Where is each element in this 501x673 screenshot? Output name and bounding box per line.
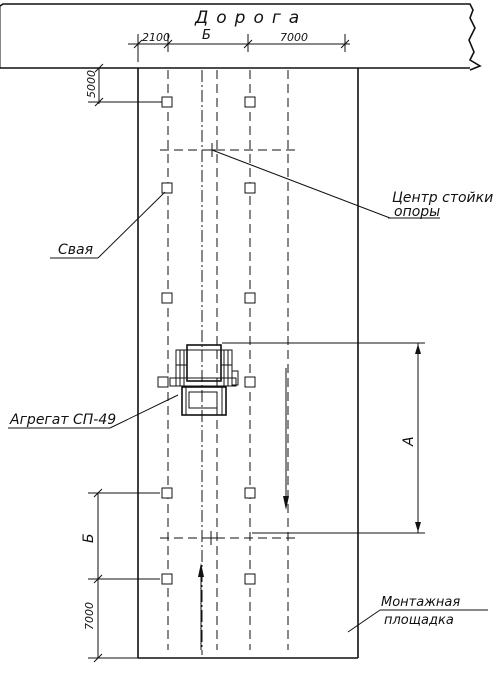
pile	[244, 182, 256, 194]
pile	[161, 487, 173, 499]
right-dimension-a: А	[222, 342, 425, 534]
dim-b-left: Б	[81, 533, 97, 543]
pile	[244, 96, 256, 108]
support-center-label-1: Центр стойки	[392, 190, 493, 206]
unit-callout: Агрегат СП-49	[8, 394, 179, 429]
dim-7000-left: 7000	[83, 602, 96, 630]
dim-a: А	[401, 436, 417, 447]
support-center-label-2: опоры	[394, 204, 440, 220]
dim-7000-top: 7000	[280, 31, 308, 44]
pile-label: Свая	[58, 242, 93, 258]
dim-5000-left: 5000	[85, 70, 98, 98]
pile	[157, 376, 169, 388]
left-bottom-dimensions: Б 7000	[81, 488, 160, 663]
pile	[244, 292, 256, 304]
dim-b-top: Б	[202, 28, 211, 43]
assembly-area-callout: Монтажная площадка	[347, 595, 488, 633]
assembly-area-label-1: Монтажная	[381, 595, 460, 610]
pile-grid	[157, 96, 256, 585]
dim-2100: 2100	[142, 31, 170, 44]
pile	[161, 292, 173, 304]
pile	[244, 376, 256, 388]
pile	[161, 96, 173, 108]
pile	[161, 182, 173, 194]
pile-callout: Свая	[50, 191, 166, 259]
movement-arrows	[198, 368, 289, 650]
site-outline	[137, 68, 359, 659]
support-center-callout: Центр стойки опоры	[211, 149, 493, 220]
assembly-area-label-2: площадка	[384, 613, 454, 628]
grid-axes	[160, 70, 300, 655]
unit-label: Агрегат СП-49	[9, 412, 116, 428]
pile	[244, 573, 256, 585]
road-band: Дорога	[0, 3, 482, 71]
top-dimension: 2100 Б 7000	[128, 28, 350, 62]
road-label: Дорога	[194, 8, 307, 28]
drilling-unit-sp49	[169, 344, 239, 416]
pile	[244, 487, 256, 499]
left-top-dimension: 5000	[85, 63, 168, 107]
pile	[161, 573, 173, 585]
